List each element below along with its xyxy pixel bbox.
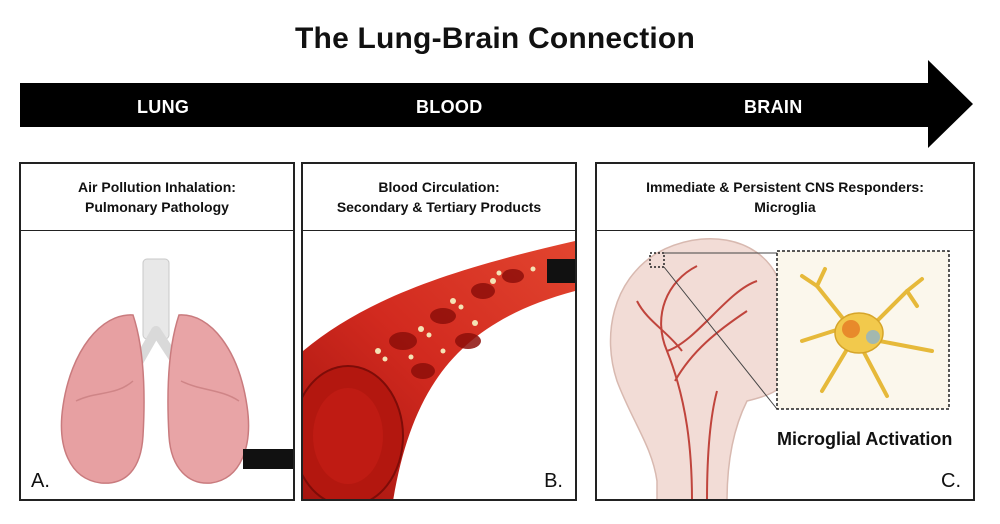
panel-brain: Immediate & Persistent CNS Responders: M… bbox=[595, 162, 975, 501]
diagram-title: The Lung-Brain Connection bbox=[295, 22, 695, 55]
stage-brain-label: BRAIN bbox=[744, 97, 803, 117]
panel-brain-heading-1: Immediate & Persistent CNS Responders: bbox=[646, 179, 924, 195]
panel-lung-heading-1: Air Pollution Inhalation: bbox=[78, 179, 236, 195]
panel-lung: Air Pollution Inhalation: Pulmonary Path… bbox=[19, 162, 295, 501]
lungs-illustration bbox=[60, 258, 293, 484]
stage-blood-label: BLOOD bbox=[416, 97, 483, 117]
head-illustration bbox=[609, 237, 950, 499]
timeline-arrow bbox=[20, 60, 973, 148]
panel-lung-heading-2: Pulmonary Pathology bbox=[85, 199, 229, 215]
panel-blood-heading-2: Secondary & Tertiary Products bbox=[336, 199, 542, 215]
panel-brain-letter: C. bbox=[941, 470, 961, 492]
panel-lung-header: Air Pollution Inhalation: Pulmonary Path… bbox=[21, 164, 293, 231]
panel-lung-letter: A. bbox=[31, 470, 50, 492]
microglial-activation-caption: Microglial Activation bbox=[777, 429, 953, 449]
panel-brain-heading-2: Microglia bbox=[754, 199, 816, 215]
focus-box bbox=[649, 252, 665, 268]
panel-blood-heading-1: Blood Circulation: bbox=[378, 179, 500, 195]
panel-blood: Blood Circulation: Secondary & Tertiary … bbox=[301, 162, 577, 501]
blood-vessel-illustration bbox=[303, 241, 575, 499]
panel-blood-header: Blood Circulation: Secondary & Tertiary … bbox=[303, 164, 575, 231]
panel-brain-header: Immediate & Persistent CNS Responders: M… bbox=[597, 164, 973, 231]
panel-blood-letter: B. bbox=[544, 470, 563, 492]
stage-lung-label: LUNG bbox=[137, 97, 190, 117]
